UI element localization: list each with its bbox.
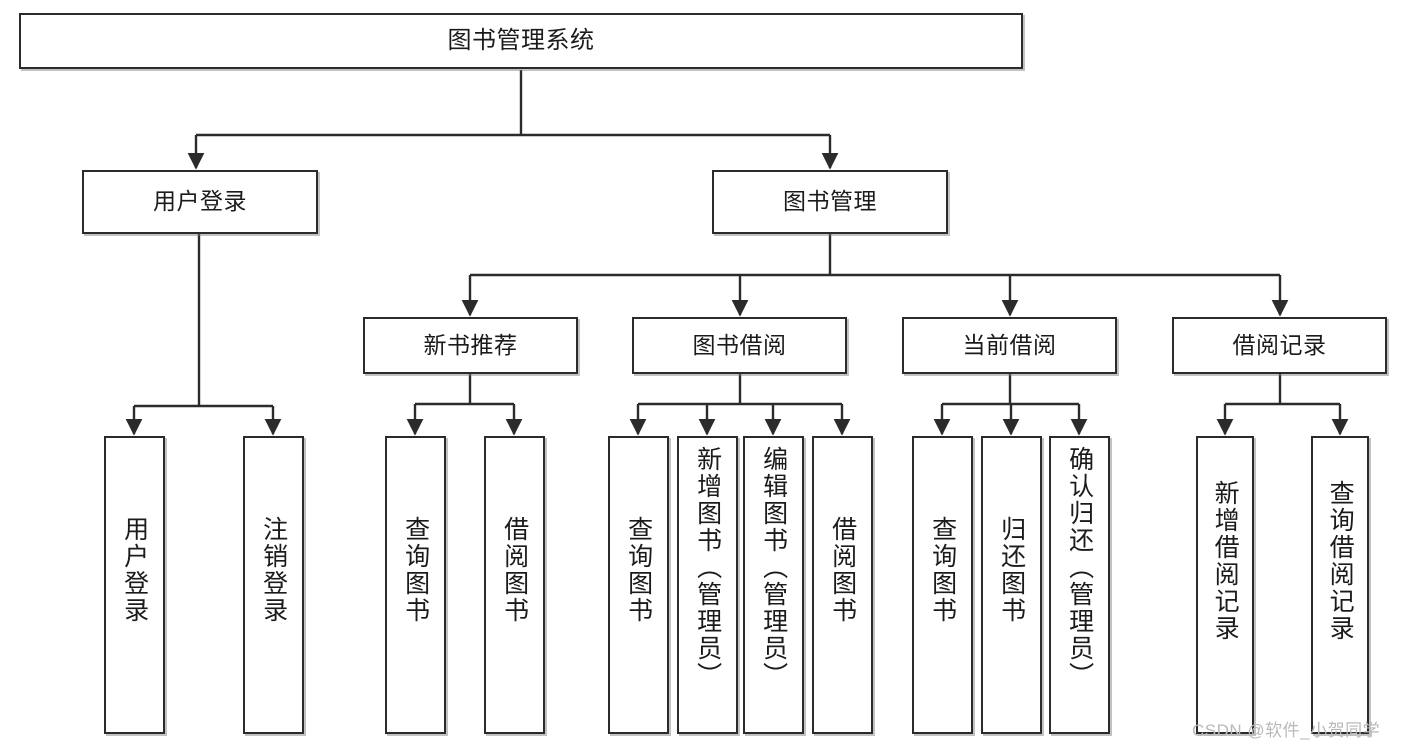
node-label: 新书推荐 bbox=[423, 331, 518, 358]
node-borrow-record[interactable]: 借阅记录 bbox=[1172, 317, 1387, 374]
node-label: 查询图书 bbox=[624, 516, 653, 624]
node-label: 查询借阅记录 bbox=[1326, 480, 1355, 642]
node-label: 当前借阅 bbox=[962, 331, 1057, 358]
leaf-borrow-book[interactable]: 借阅图书 bbox=[812, 436, 873, 734]
node-label: 编辑图书（管理员） bbox=[759, 446, 788, 689]
leaf-confirm-return-admin[interactable]: 确认归还（管理员） bbox=[1049, 436, 1110, 734]
csdn-watermark: CSDN @软件_小贺同学 bbox=[1192, 721, 1381, 740]
leaf-user-login[interactable]: 用户登录 bbox=[104, 436, 165, 734]
leaf-add-book-admin[interactable]: 新增图书（管理员） bbox=[677, 436, 738, 734]
node-label: 图书借阅 bbox=[692, 331, 787, 358]
leaf-user-logout[interactable]: 注销登录 bbox=[243, 436, 304, 734]
leaf-query-borrow-record[interactable]: 查询借阅记录 bbox=[1311, 436, 1369, 734]
node-user-login[interactable]: 用户登录 bbox=[82, 170, 318, 234]
node-root-book-management-system[interactable]: 图书管理系统 bbox=[19, 13, 1023, 69]
node-label: 图书管理系统 bbox=[447, 26, 595, 54]
node-label: 借阅图书 bbox=[828, 516, 857, 624]
node-label: 借阅记录 bbox=[1232, 331, 1327, 358]
node-label: 归还图书 bbox=[997, 516, 1026, 624]
node-current-borrow[interactable]: 当前借阅 bbox=[902, 317, 1117, 374]
leaf-query-book-current[interactable]: 查询图书 bbox=[912, 436, 973, 734]
leaf-return-book[interactable]: 归还图书 bbox=[981, 436, 1042, 734]
node-book-borrow[interactable]: 图书借阅 bbox=[632, 317, 847, 374]
leaf-add-borrow-record[interactable]: 新增借阅记录 bbox=[1196, 436, 1254, 734]
node-label: 新增借阅记录 bbox=[1211, 480, 1240, 642]
node-label: 用户登录 bbox=[153, 188, 247, 215]
node-new-book-recommend[interactable]: 新书推荐 bbox=[363, 317, 578, 374]
leaf-query-book-new[interactable]: 查询图书 bbox=[385, 436, 446, 734]
leaf-borrow-book-new[interactable]: 借阅图书 bbox=[484, 436, 545, 734]
leaf-query-book-borrow[interactable]: 查询图书 bbox=[608, 436, 669, 734]
node-label: 用户登录 bbox=[120, 516, 149, 624]
node-label: 借阅图书 bbox=[500, 516, 529, 624]
node-label: 图书管理 bbox=[783, 188, 877, 215]
node-label: 新增图书（管理员） bbox=[693, 446, 722, 689]
leaf-edit-book-admin[interactable]: 编辑图书（管理员） bbox=[743, 436, 804, 734]
node-label: 注销登录 bbox=[259, 516, 288, 624]
node-book-management[interactable]: 图书管理 bbox=[712, 170, 948, 234]
node-label: 查询图书 bbox=[401, 516, 430, 624]
node-label: 查询图书 bbox=[928, 516, 957, 624]
node-label: 确认归还（管理员） bbox=[1065, 446, 1094, 689]
